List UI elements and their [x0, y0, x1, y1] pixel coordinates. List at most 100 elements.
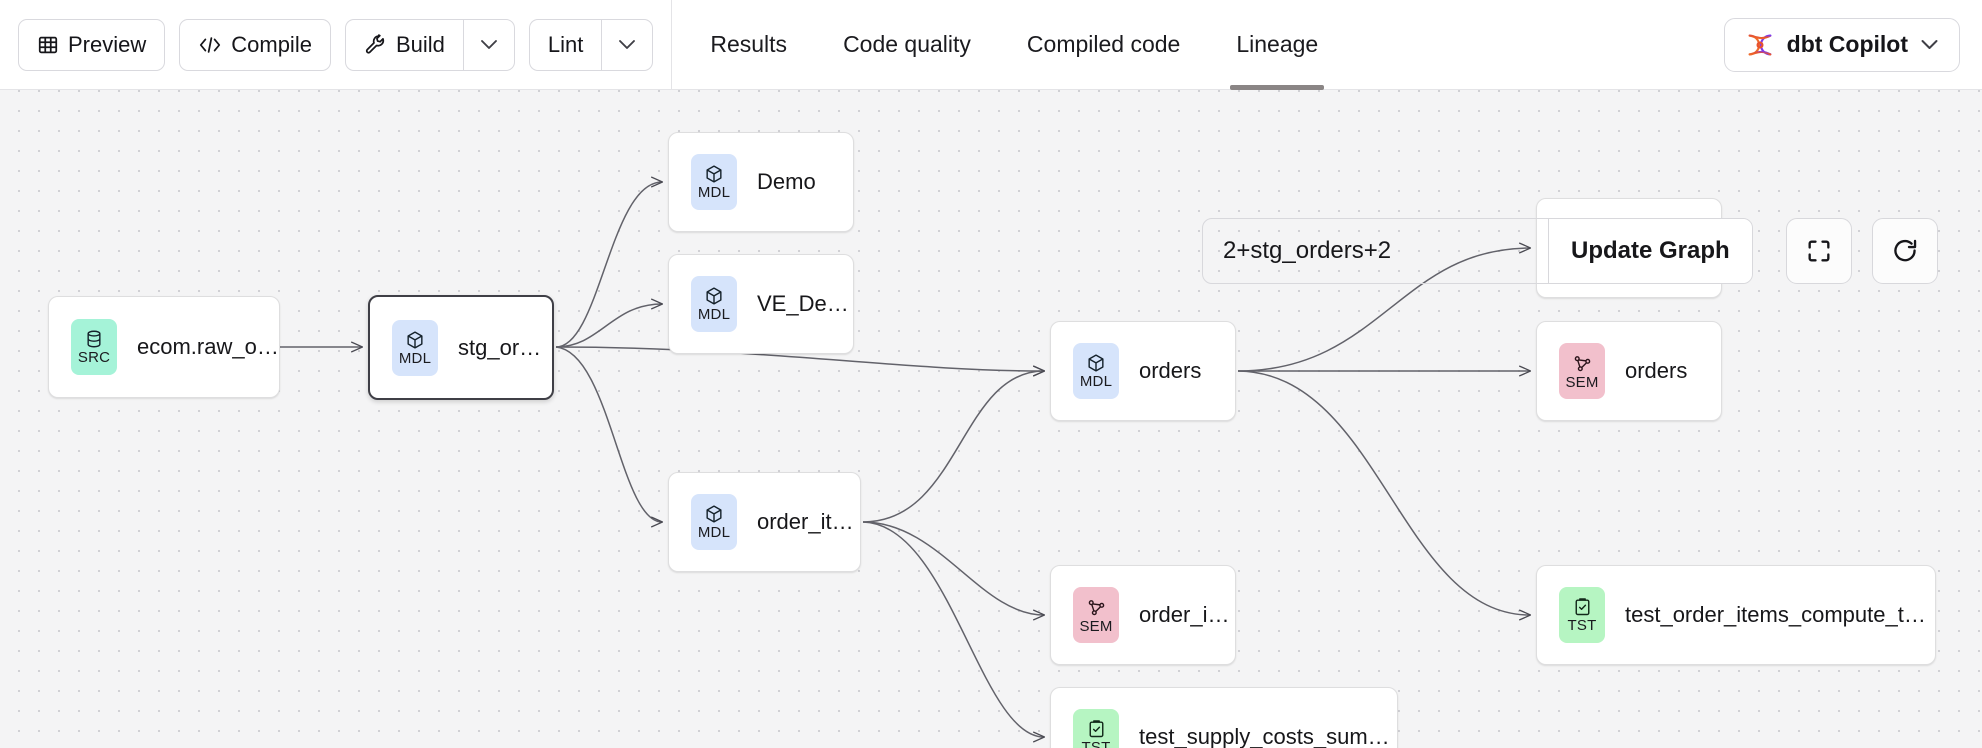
update-graph-label: Update Graph — [1571, 237, 1730, 264]
cube-icon — [1086, 353, 1106, 373]
graph-selector-group: Update Graph — [1202, 218, 1753, 284]
result-pane-tabs: Results Code quality Compiled code Linea… — [682, 0, 1346, 90]
lineage-node-label: Demo — [757, 169, 816, 194]
node-type-badge-label: MDL — [697, 184, 731, 201]
node-type-badge-mdl: MDL — [691, 494, 737, 550]
chevron-down-icon — [618, 36, 636, 53]
node-type-badge-sem: SEM — [1073, 587, 1119, 643]
graph-nodes-icon — [1572, 353, 1593, 374]
edge-stg-to-demo — [555, 182, 662, 348]
lineage-node-label: orders — [1625, 358, 1688, 383]
lint-button[interactable]: Lint — [528, 18, 602, 71]
lineage-node-label: test_order_items_compute_to_bools_c… — [1625, 602, 1935, 627]
cube-icon — [405, 330, 425, 350]
build-dropdown-button[interactable] — [462, 18, 515, 71]
tab-underline-active — [1230, 84, 1325, 90]
cube-icon — [704, 504, 724, 524]
lint-dropdown-button[interactable] — [601, 18, 654, 71]
lineage-node-label: VE_Demo — [757, 291, 853, 316]
tab-results-label: Results — [710, 31, 788, 57]
lineage-node-label: test_supply_costs_sum_correctly — [1139, 724, 1397, 748]
tab-lineage-label: Lineage — [1236, 31, 1319, 57]
lineage-node-ecom-raw-orders[interactable]: SRC ecom.raw_orders — [48, 296, 280, 398]
lineage-node-label: order_items — [757, 509, 860, 534]
toolbar-divider — [671, 0, 673, 90]
wrench-icon — [364, 33, 387, 56]
build-button-label: Build — [395, 31, 445, 57]
lint-split-button: Lint — [528, 18, 654, 71]
lineage-node-test-order-items[interactable]: TST test_order_items_compute_to_bools_c… — [1536, 565, 1936, 665]
update-graph-button[interactable]: Update Graph — [1548, 219, 1752, 283]
fit-view-button[interactable] — [1786, 218, 1852, 284]
node-type-badge-label: SEM — [1565, 373, 1599, 391]
lineage-node-label: orders — [1139, 358, 1202, 383]
node-type-badge-label: SRC — [77, 349, 111, 366]
node-type-badge-label: MDL — [697, 524, 731, 541]
lineage-node-ve-demo[interactable]: MDL VE_Demo — [668, 254, 854, 354]
node-type-badge-src: SRC — [71, 319, 117, 375]
lineage-node-label: ecom.raw_orders — [137, 334, 279, 359]
tab-lineage[interactable]: Lineage — [1208, 0, 1346, 90]
edge-order-items-to-orders — [862, 371, 1044, 523]
lint-button-label: Lint — [547, 31, 584, 57]
edge-orders-to-test-order-items — [1237, 370, 1530, 615]
tab-underline — [704, 85, 793, 90]
node-type-badge-mdl: MDL — [392, 319, 438, 376]
tab-code-quality[interactable]: Code quality — [815, 0, 999, 90]
node-type-badge-label: MDL — [398, 349, 432, 367]
node-type-badge-tst: TST — [1559, 587, 1605, 643]
preview-button-label: Preview — [68, 31, 147, 57]
clipboard-check-icon — [1087, 719, 1106, 739]
lineage-node-demo[interactable]: MDL Demo — [668, 132, 854, 232]
compile-button[interactable]: Compile — [179, 18, 331, 71]
compile-button-label: Compile — [231, 31, 312, 57]
lineage-node-label: order_item — [1139, 602, 1235, 627]
node-type-badge-sem: SEM — [1559, 343, 1605, 399]
preview-button[interactable]: Preview — [18, 18, 166, 71]
cube-icon — [704, 164, 724, 184]
node-type-badge-label: TST — [1567, 617, 1597, 634]
node-type-badge-label: MDL — [1079, 373, 1113, 390]
chevron-down-icon — [1920, 36, 1939, 53]
refresh-icon — [1891, 237, 1919, 265]
dbt-copilot-button[interactable]: dbt Copilot — [1723, 17, 1960, 72]
lineage-node-orders-semantic[interactable]: SEM orders — [1536, 321, 1722, 421]
node-type-badge-label: MDL — [697, 306, 731, 323]
header-right: dbt Copilot — [1723, 17, 1982, 72]
lineage-node-order-item-semantic[interactable]: SEM order_item — [1050, 565, 1236, 665]
tab-compiled-code[interactable]: Compiled code — [999, 0, 1208, 90]
tab-underline — [1021, 85, 1186, 90]
cube-icon — [704, 286, 724, 306]
build-button[interactable]: Build — [344, 18, 463, 71]
build-split-button: Build — [344, 18, 515, 71]
app-header: Preview Compile Build — [0, 0, 1982, 90]
graph-selector-input[interactable] — [1203, 219, 1548, 283]
lineage-node-test-supply-costs[interactable]: TST test_supply_costs_sum_correctly — [1050, 687, 1398, 748]
code-brackets-icon — [198, 34, 222, 56]
node-type-badge-label: TST — [1081, 739, 1111, 748]
node-type-badge-label: SEM — [1079, 617, 1113, 635]
table-icon — [37, 34, 59, 56]
node-type-badge-tst: TST — [1073, 709, 1119, 748]
tab-code-quality-label: Code quality — [843, 31, 971, 57]
edge-stg-to-ve-demo — [555, 304, 662, 348]
lineage-node-label: stg_orders — [458, 334, 552, 360]
edge-order-items-to-test-supply — [862, 521, 1044, 737]
edge-stg-to-orders — [555, 346, 1044, 371]
node-type-badge-mdl: MDL — [691, 154, 737, 210]
edge-stg-to-order-items — [555, 346, 662, 522]
fullscreen-icon — [1805, 237, 1833, 265]
lineage-node-orders-model[interactable]: MDL orders — [1050, 321, 1236, 421]
editor-toolbar: Preview Compile Build — [0, 0, 654, 90]
lineage-node-stg-orders[interactable]: MDL stg_orders — [368, 295, 554, 400]
lineage-canvas[interactable]: SRC ecom.raw_orders MDL stg_orders — [0, 90, 1982, 748]
node-type-badge-mdl: MDL — [691, 276, 737, 332]
lineage-node-order-items[interactable]: MDL order_items — [668, 472, 861, 572]
dbt-copilot-icon — [1745, 30, 1775, 60]
clipboard-check-icon — [1573, 597, 1592, 617]
tab-compiled-code-label: Compiled code — [1026, 31, 1181, 57]
refresh-graph-button[interactable] — [1872, 218, 1938, 284]
tab-results[interactable]: Results — [682, 0, 815, 90]
database-icon — [84, 329, 104, 349]
chevron-down-icon — [480, 36, 498, 53]
